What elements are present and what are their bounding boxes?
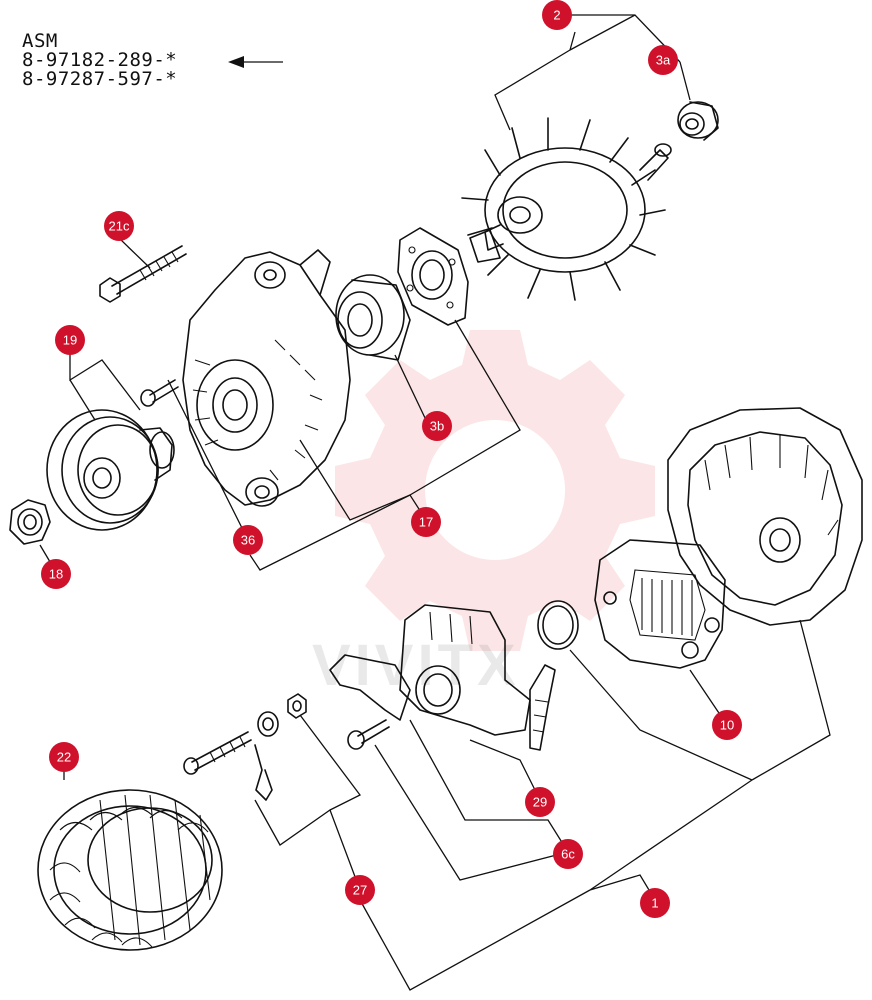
- rear-housing: [667, 407, 863, 626]
- svg-text:10: 10: [720, 718, 734, 733]
- bearing-3a: [677, 101, 719, 141]
- watermark: VIVITX: [312, 330, 655, 698]
- assembly-header: ASM 8-97182-289-* 8-97287-597-*: [22, 32, 177, 89]
- callout-3a[interactable]: 3a: [648, 45, 678, 75]
- callout-10[interactable]: 10: [712, 710, 742, 740]
- callout-27[interactable]: 27: [345, 875, 375, 905]
- svg-text:29: 29: [533, 795, 547, 810]
- regulator-29: [329, 604, 556, 751]
- svg-text:3a: 3a: [656, 53, 671, 68]
- svg-text:22: 22: [57, 750, 71, 765]
- callout-18[interactable]: 18: [41, 559, 71, 589]
- callout-6c[interactable]: 6c: [553, 839, 583, 869]
- svg-text:36: 36: [241, 533, 255, 548]
- regulator-screw: [347, 719, 390, 750]
- screw-36: [140, 379, 179, 407]
- callout-22[interactable]: 22: [49, 742, 79, 772]
- rotor-assembly: [461, 117, 672, 301]
- callout-2[interactable]: 2: [542, 0, 572, 30]
- svg-text:27: 27: [353, 883, 367, 898]
- callout-29[interactable]: 29: [525, 787, 555, 817]
- snap-ring: [537, 600, 579, 650]
- callout-36[interactable]: 36: [233, 525, 263, 555]
- callout-17[interactable]: 17: [411, 507, 441, 537]
- front-housing: [182, 249, 351, 507]
- bearing-3b: [335, 274, 411, 361]
- nut-18: [9, 499, 51, 545]
- watermark-gear-icon: [335, 330, 655, 651]
- pulley-19: [46, 409, 175, 531]
- rectifier-10: [594, 539, 726, 669]
- callout-1[interactable]: 1: [640, 888, 670, 918]
- svg-text:19: 19: [63, 333, 77, 348]
- bolt-21c: [99, 245, 187, 303]
- svg-text:2: 2: [553, 8, 560, 23]
- svg-text:18: 18: [49, 567, 63, 582]
- svg-text:21c: 21c: [109, 219, 130, 234]
- assembly-arrow: [228, 56, 283, 68]
- callout-3b[interactable]: 3b: [422, 411, 452, 441]
- svg-text:6c: 6c: [561, 847, 575, 862]
- leader-lines: [39, 14, 831, 991]
- svg-text:3b: 3b: [430, 419, 444, 434]
- callouts: 2 3a 21c 19 3b 17 36 18 10 22 29 6c 27 1: [41, 0, 742, 918]
- terminal-bolt-27: [183, 693, 307, 801]
- part-number-1: 8-97182-289-*: [22, 49, 178, 71]
- gasket-plate: [397, 227, 469, 326]
- part-number-2: 8-97287-597-*: [22, 68, 178, 90]
- assembly-title: ASM: [22, 30, 58, 52]
- svg-text:17: 17: [419, 515, 433, 530]
- callout-21c[interactable]: 21c: [104, 211, 134, 241]
- callout-19[interactable]: 19: [55, 325, 85, 355]
- stator-22: [37, 789, 223, 951]
- svg-text:1: 1: [651, 896, 658, 911]
